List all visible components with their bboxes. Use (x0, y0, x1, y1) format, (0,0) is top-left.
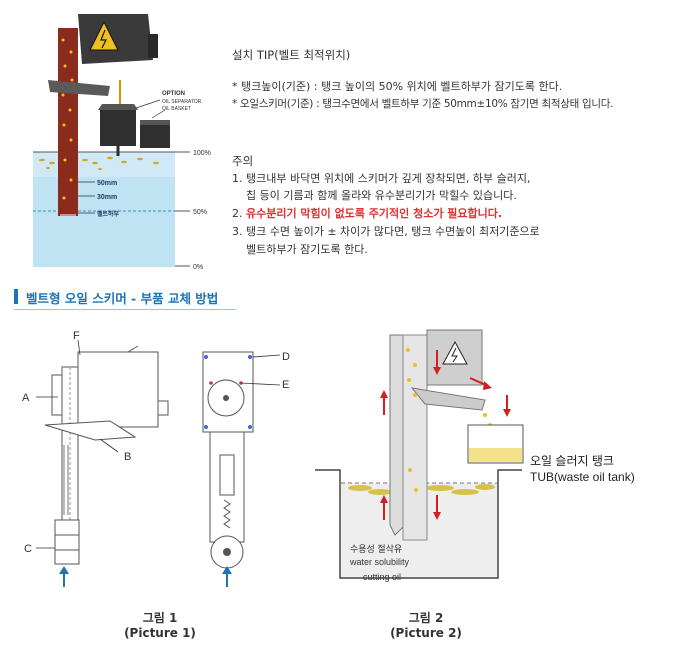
picture-2-caption-ko: 그림 2 (408, 611, 444, 625)
picture-1-caption-ko: 그림 1 (142, 611, 178, 625)
side-view (44, 345, 169, 565)
installation-diagram: OPTION OIL SEPARATOR OIL BASKET 50mm 30m… (33, 14, 211, 271)
caution-title: 주의 (232, 154, 254, 168)
oil-separator-label: OIL SEPARATOR (162, 99, 202, 105)
picture-2-diagram: 오일 슬러지 탱크 TUB(waste oil tank) 수용성 절삭유 wa… (315, 329, 635, 582)
front-view (202, 351, 254, 569)
oil-basket-label: OIL BASKET (162, 106, 191, 112)
belt-bottom-label: 벨트하부 (97, 210, 120, 218)
tip-title: 설치 TIP(벨트 최적위치) (232, 48, 351, 62)
motor-housing (78, 14, 153, 64)
label-c: C (24, 543, 32, 555)
level-0-label: 0% (193, 264, 203, 271)
tip-line-1: * 탱크높이(기준) : 탱크 높이의 50% 위치에 벨트하부가 잠기도록 한… (232, 80, 563, 93)
label-a: A (22, 392, 30, 404)
tub-label-en: TUB(waste oil tank) (530, 470, 635, 484)
caution-item-3b: 벨트하부가 잠기도록 한다. (246, 243, 368, 256)
oil-basket (140, 124, 170, 148)
label-b: B (124, 451, 131, 463)
section-underline (14, 309, 236, 310)
mm50-label: 50mm (97, 180, 117, 187)
scraper-blade-2 (410, 387, 486, 411)
mm30-label: 30mm (97, 194, 117, 201)
oil-layer (33, 152, 175, 177)
caution-item-2-number: 2. (232, 207, 246, 220)
tub-label-ko: 오일 슬러지 탱크 (530, 454, 614, 468)
caution-item-1b: 칩 등이 기름과 함께 올라와 유수분리기가 막힐수 있습니다. (246, 189, 517, 202)
tip-line-2: * 오일스키머(기준) : 탱크수면에서 벨트하부 기준 50mm±10% 잠기… (232, 98, 614, 110)
picture-2-caption: 그림 2 (Picture 2) (376, 611, 476, 641)
label-f: F (73, 330, 80, 342)
tank-outline (315, 469, 522, 579)
scraper-blade (48, 80, 110, 96)
option-label: OPTION (162, 91, 185, 97)
oil-separator (100, 110, 136, 146)
label-e: E (282, 379, 289, 391)
liquid-label-ko: 수용성 절삭유 (350, 543, 402, 554)
warning-icon (442, 340, 468, 365)
picture-1-caption-en: (Picture 1) (124, 626, 196, 640)
picture-1-diagram: A C F B D E (22, 330, 290, 587)
picture-1-caption: 그림 1 (Picture 1) (110, 611, 210, 641)
level-50-label: 50% (193, 209, 207, 216)
surface-chips (39, 156, 159, 170)
section-title: 벨트형 오일 스키머 - 부품 교체 방법 (26, 291, 219, 306)
section-marker (14, 289, 18, 304)
skimmer-belt (58, 28, 78, 216)
warning-icon (89, 20, 119, 51)
caution-item-1a: 1. 탱크내부 바닥면 위치에 스키머가 깊게 장착되면, 하부 슬러지, (232, 172, 531, 185)
picture-2-caption-en: (Picture 2) (390, 626, 462, 640)
liquid-label-en-2: cutting oil (363, 572, 401, 582)
caution-item-2-warning: 유수분리기 막힘이 없도록 주기적인 청소가 필요합니다. (246, 207, 503, 220)
floating-oil (348, 484, 495, 495)
level-100-label: 100% (193, 150, 211, 157)
caution-item-2: 2. 유수분리기 막힘이 없도록 주기적인 청소가 필요합니다. (232, 207, 502, 221)
liquid-label-en-1: water solubility (349, 557, 410, 567)
label-d: D (282, 351, 290, 363)
caution-item-3a: 3. 탱크 수면 높이가 ± 차이가 많다면, 탱크 수면높이 최저기준으로 (232, 225, 540, 238)
